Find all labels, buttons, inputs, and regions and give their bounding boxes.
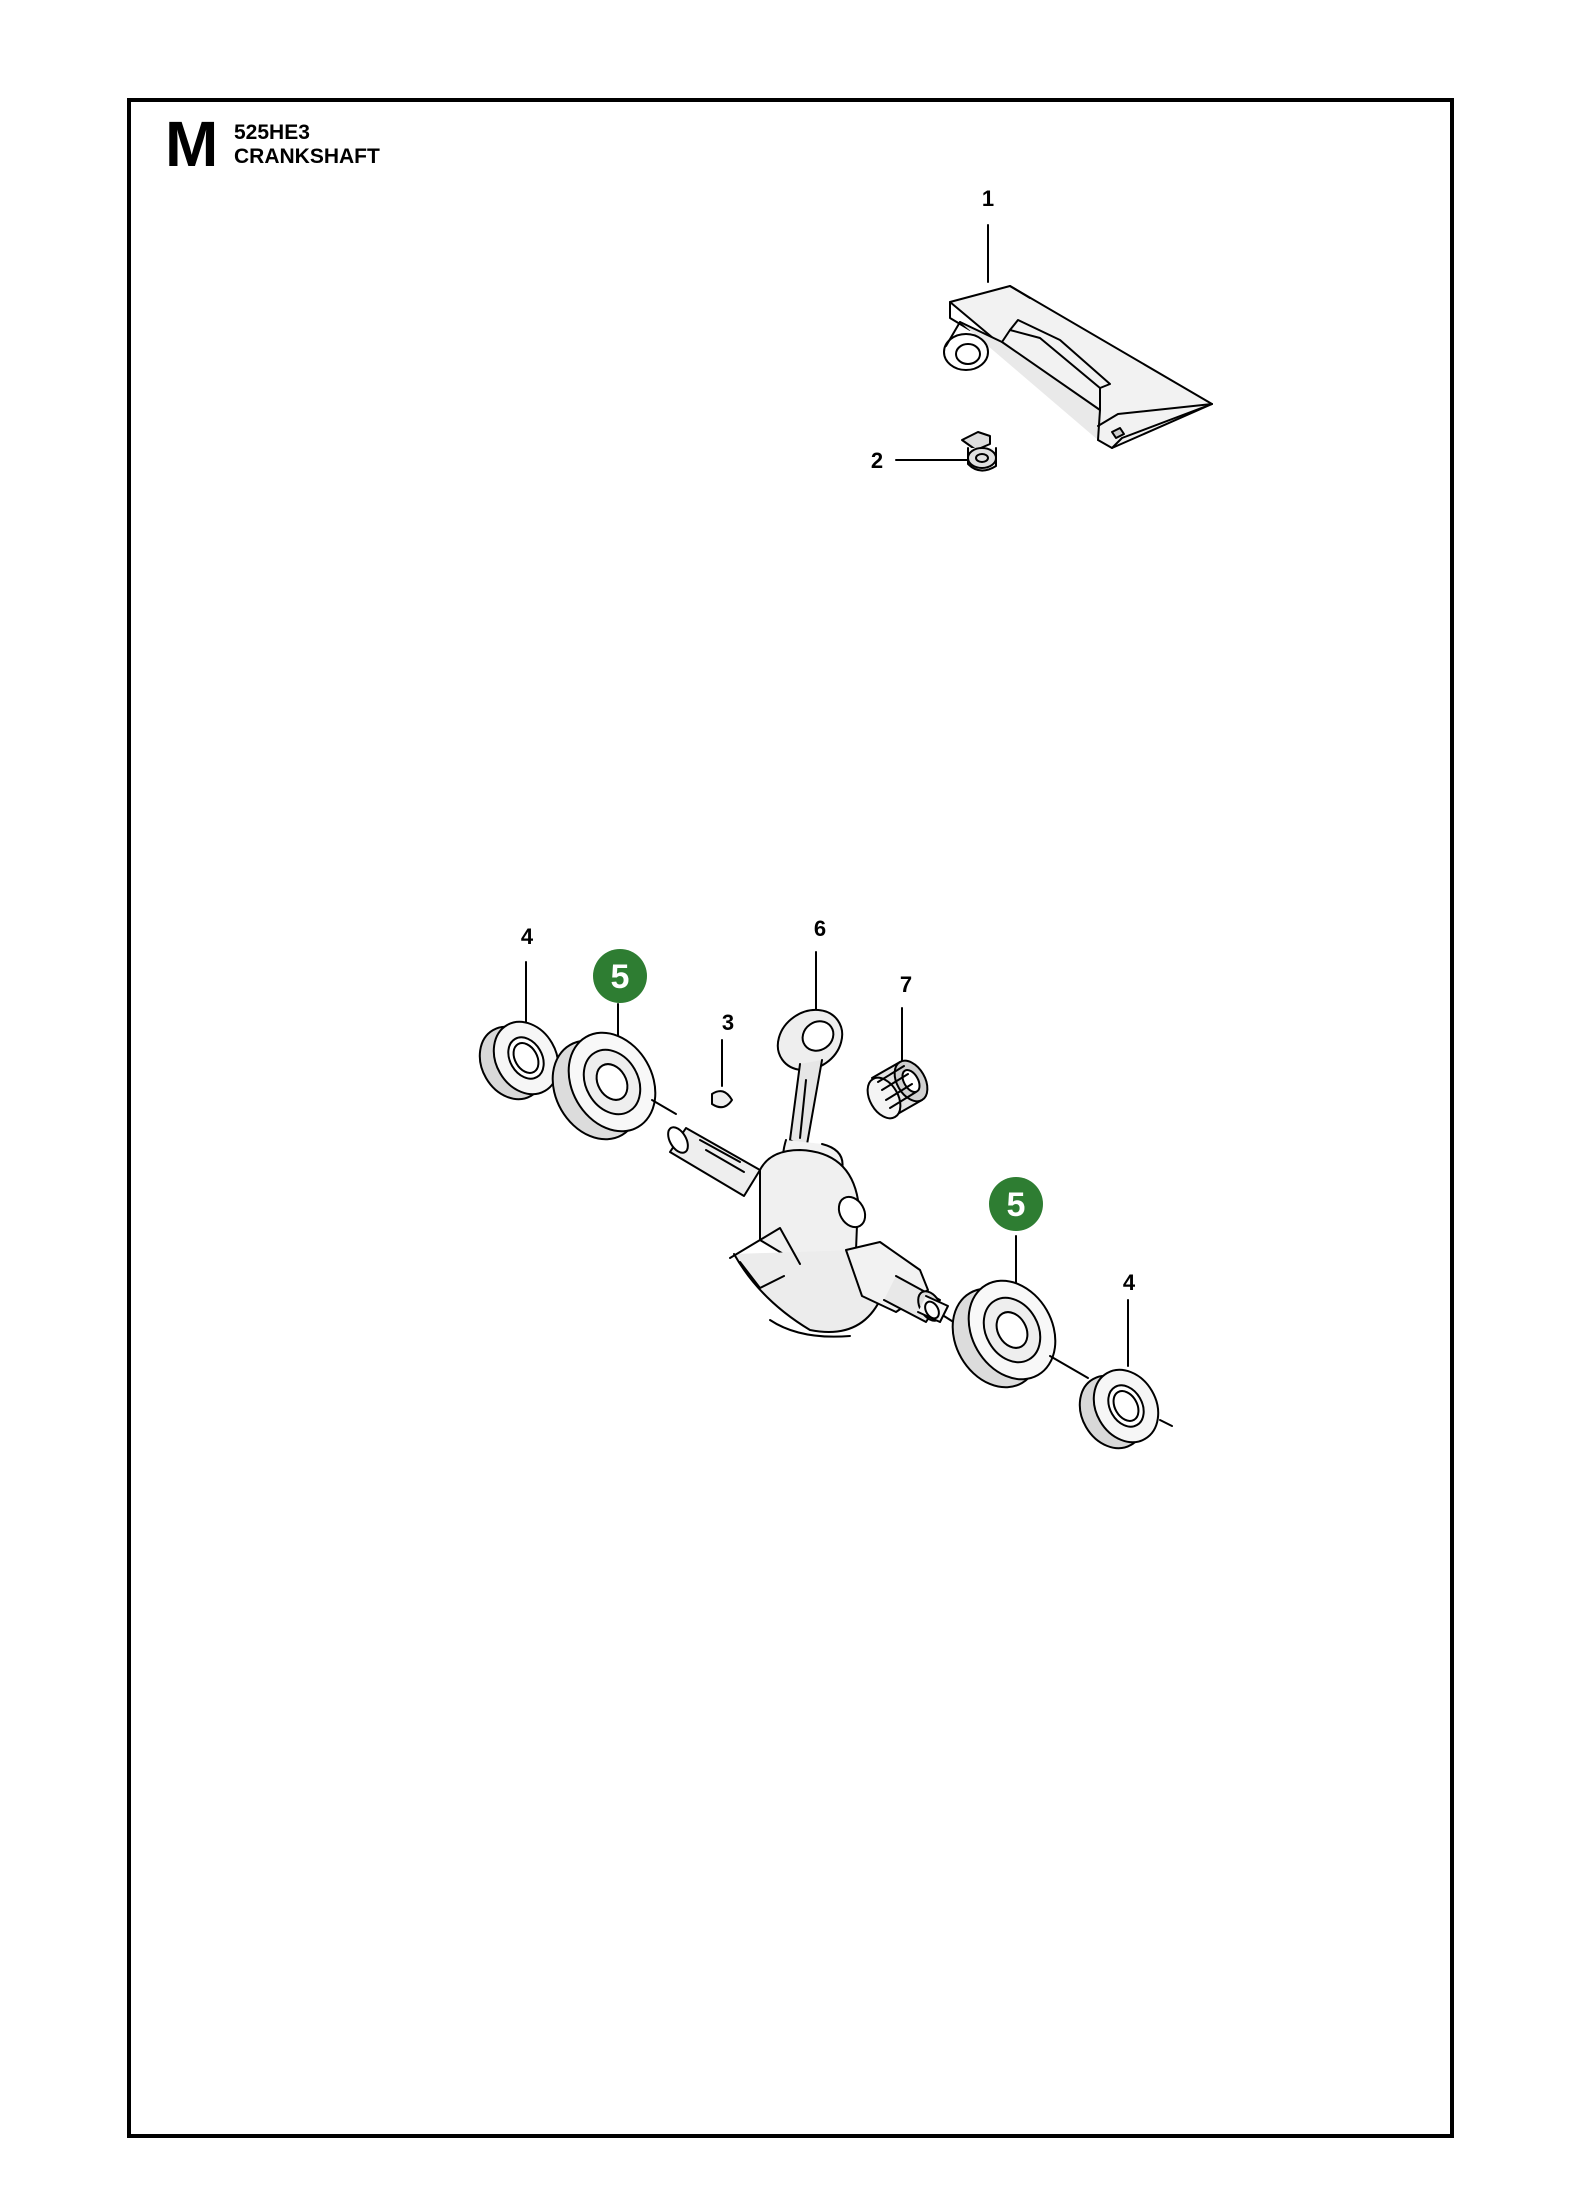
part-5-bearing-right (951, 1235, 1089, 1389)
callout-6: 6 (814, 916, 826, 941)
part-3-key (711, 1039, 733, 1109)
callout-5-left: 5 (611, 958, 630, 996)
callout-4-right: 4 (1123, 1270, 1136, 1295)
callout-2: 2 (871, 448, 883, 473)
diagram-title: CRANKSHAFT (234, 145, 380, 168)
page-frame (127, 98, 1454, 2138)
callout-5-right: 5 (1007, 1186, 1026, 1224)
part-4-seal-right (1078, 1299, 1173, 1450)
part-2-screw (895, 431, 997, 472)
badge-5-left (593, 949, 647, 1003)
part-1-cover (943, 224, 1213, 449)
badge-5-right (989, 1177, 1043, 1231)
part-7-needle-bearing (866, 1007, 929, 1120)
model-number: 525HE3 (234, 121, 310, 144)
section-letter: M (165, 108, 219, 180)
callout-3: 3 (722, 1010, 734, 1035)
crankshaft (667, 1126, 967, 1338)
callout-4-left: 4 (521, 924, 534, 949)
part-4-seal-left (478, 961, 560, 1101)
callout-7: 7 (900, 972, 912, 997)
callout-1: 1 (982, 186, 994, 211)
part-5-bearing-left (551, 1003, 677, 1141)
